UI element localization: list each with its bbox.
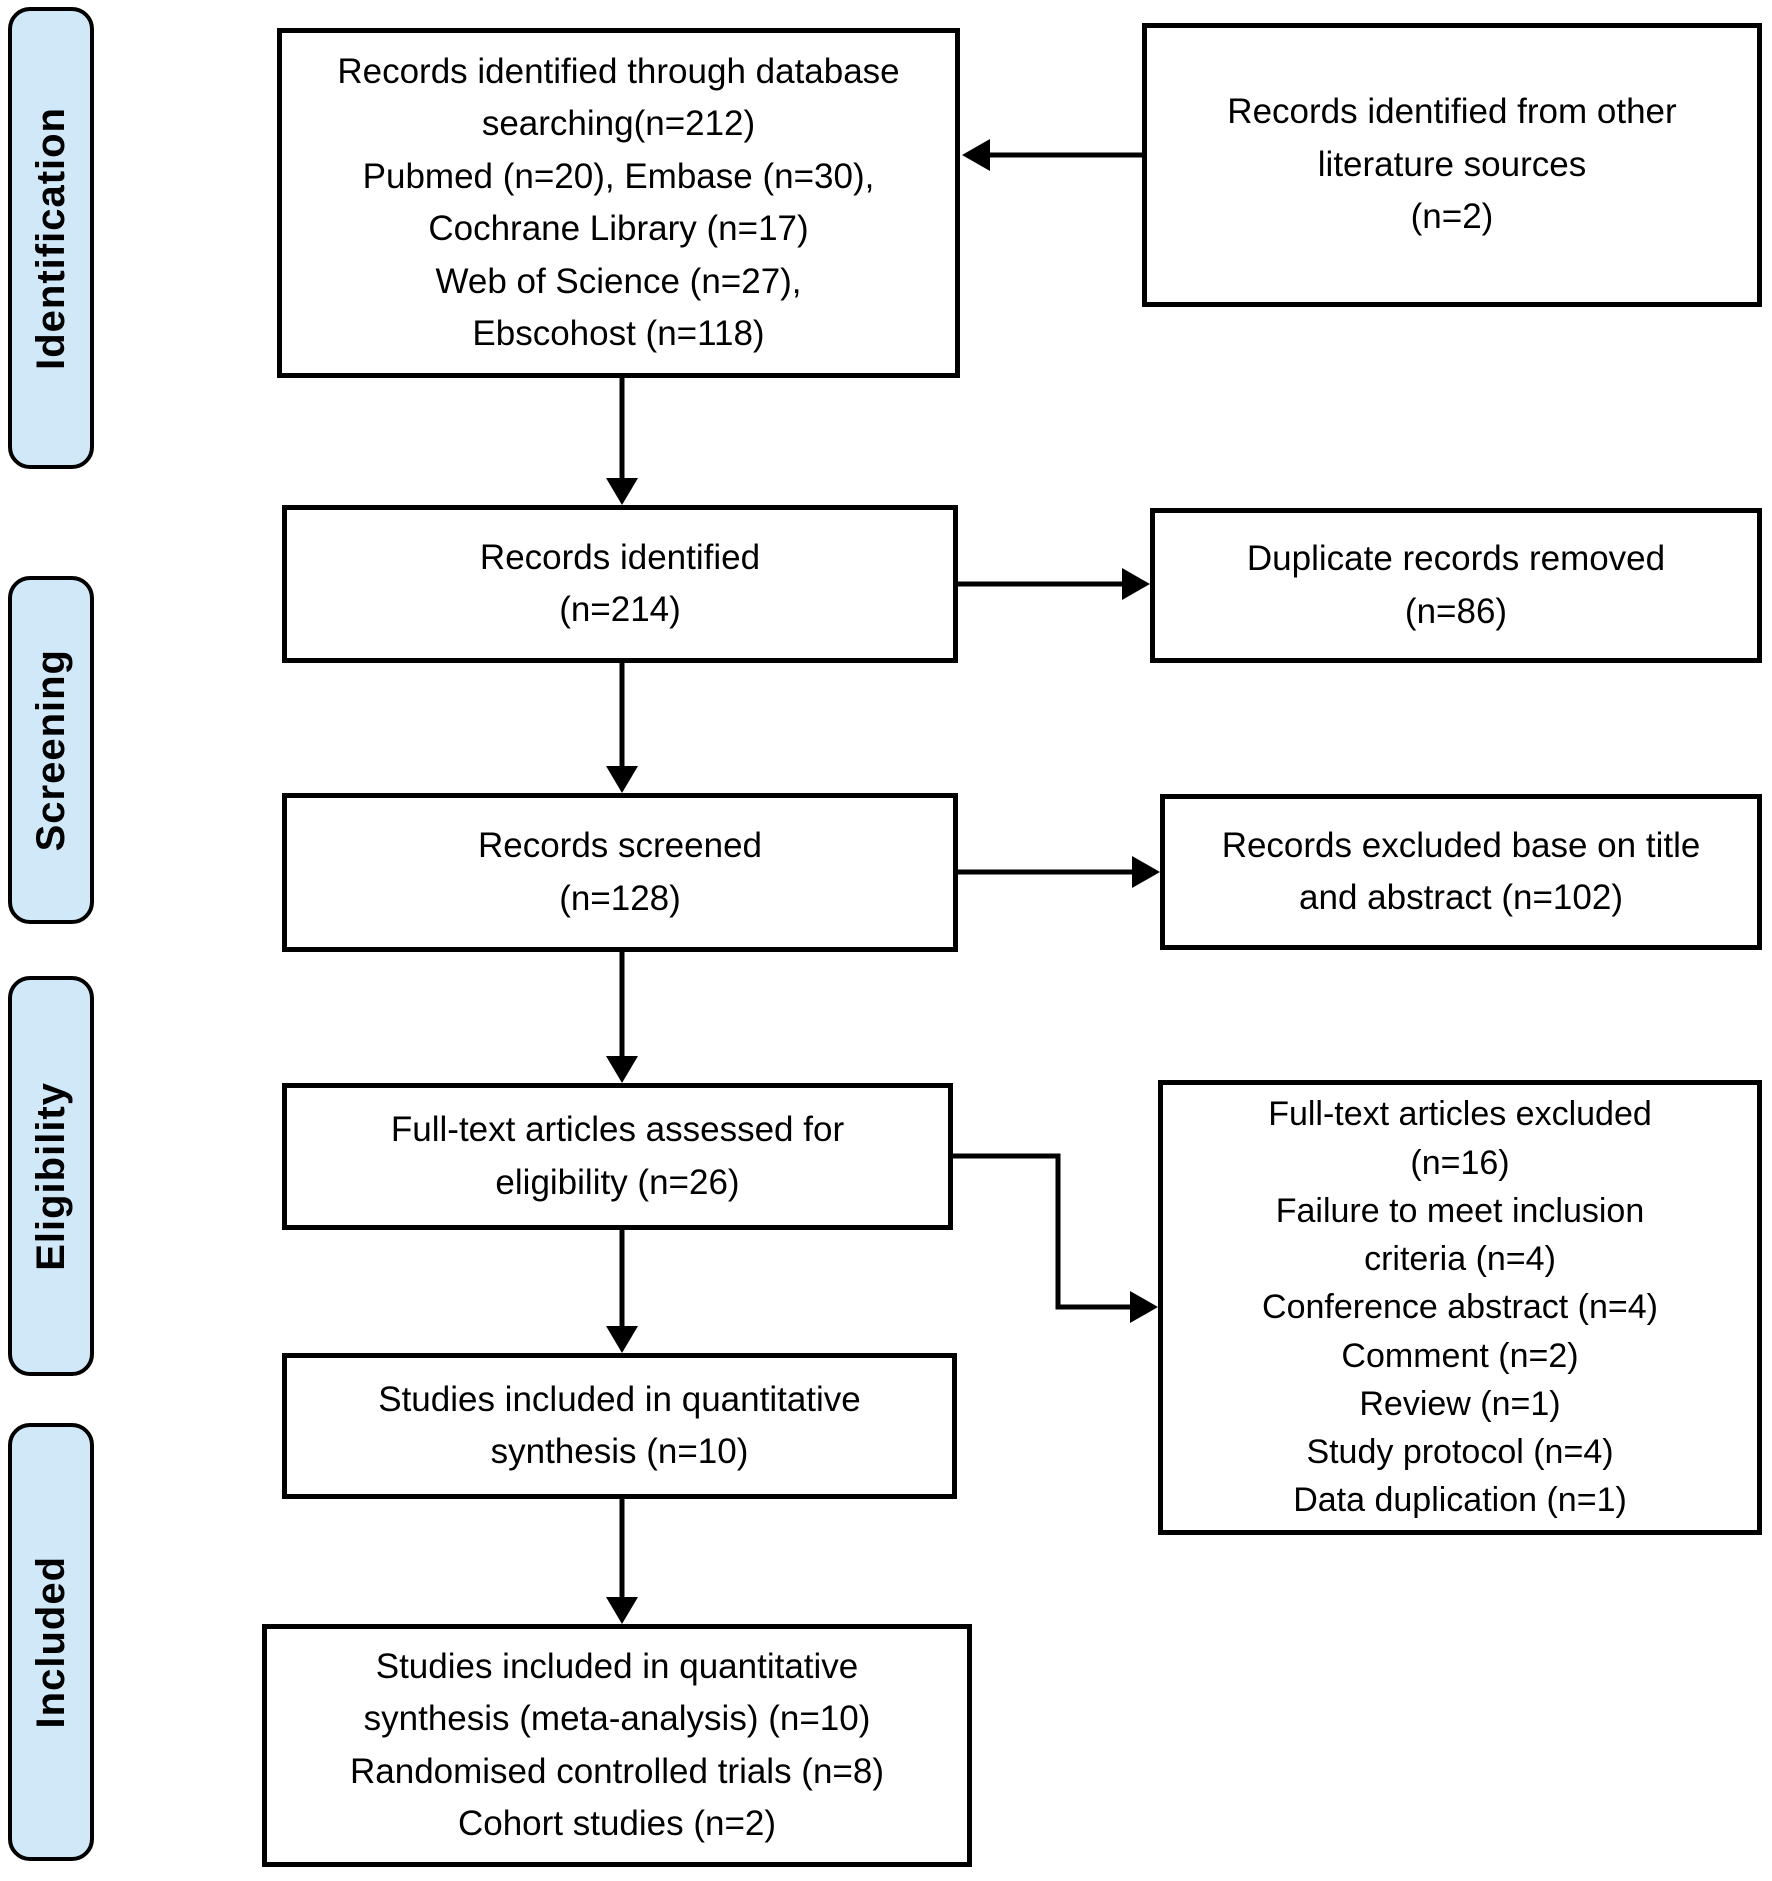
box-line: (n=2)	[1410, 197, 1494, 237]
box-line: Full-text articles excluded	[1268, 1095, 1652, 1134]
box-line: Data duplication (n=1)	[1293, 1481, 1627, 1520]
box-records-excluded-title-abstract: Records excluded base on title and abstr…	[1160, 794, 1762, 950]
box-line: Duplicate records removed	[1246, 539, 1666, 578]
arrow-identified-to-screened	[606, 663, 638, 793]
box-line: Comment (n=2)	[1341, 1336, 1579, 1375]
box-line: and abstract (n=102)	[1299, 878, 1623, 917]
box-line: (n=214)	[559, 590, 681, 629]
stage-identification: Identification	[8, 7, 94, 469]
stage-label-included: Included	[28, 1555, 73, 1729]
box-line: Cohort studies (n=2)	[457, 1804, 777, 1843]
box-line: literature sources	[1317, 144, 1587, 184]
box-records-identified: Records identified (n=214)	[282, 505, 958, 663]
box-records-screened: Records screened (n=128)	[282, 793, 958, 952]
box-line: Records identified from other	[1227, 92, 1677, 132]
box-line: Records identified through database	[337, 51, 900, 91]
box-meta-analysis: Studies included in quantitative synthes…	[262, 1624, 972, 1867]
box-fulltext-assessed: Full-text articles assessed for eligibil…	[282, 1083, 953, 1230]
arrow-fulltext-to-excluded	[953, 1153, 1158, 1323]
box-line: eligibility (n=26)	[495, 1162, 740, 1202]
arrow-dbsearch-to-identified	[606, 378, 638, 505]
box-line: Studies included in quantitative	[375, 1646, 859, 1686]
box-line: Randomised controlled trials (n=8)	[349, 1751, 884, 1791]
box-quantitative-synthesis: Studies included in quantitative synthes…	[282, 1353, 957, 1499]
box-line: Web of Science (n=27),	[435, 261, 802, 301]
box-line: Review (n=1)	[1359, 1384, 1561, 1423]
box-duplicates-removed: Duplicate records removed (n=86)	[1150, 508, 1762, 663]
box-line: Study protocol (n=4)	[1306, 1433, 1614, 1472]
box-line: (n=128)	[559, 878, 681, 918]
stage-eligibility: Eligibility	[8, 976, 94, 1376]
box-line: synthesis (meta-analysis) (n=10)	[363, 1699, 871, 1738]
stage-label-screening: Screening	[28, 648, 73, 852]
box-line: Full-text articles assessed for	[390, 1110, 845, 1149]
box-records-other-sources: Records identified from other literature…	[1142, 23, 1762, 307]
box-line: Pubmed (n=20), Embase (n=30),	[362, 156, 875, 196]
box-line: Failure to meet inclusion	[1275, 1191, 1645, 1230]
box-line: synthesis (n=10)	[490, 1432, 749, 1471]
arrow-screened-to-excluded	[958, 856, 1160, 888]
arrow-identified-to-duplicates	[958, 568, 1150, 600]
arrow-fulltext-to-quant	[606, 1230, 638, 1353]
box-line: Records identified	[479, 537, 761, 577]
arrow-screened-to-fulltext	[606, 952, 638, 1083]
box-line: Cochrane Library (n=17)	[428, 209, 809, 248]
stage-label-eligibility: Eligibility	[28, 1081, 73, 1271]
arrow-quant-to-meta	[606, 1499, 638, 1624]
box-line: Records excluded base on title	[1221, 825, 1701, 865]
box-line: Ebscohost (n=118)	[472, 314, 765, 353]
box-line: criteria (n=4)	[1364, 1240, 1556, 1279]
stage-label-identification: Identification	[28, 106, 73, 370]
box-line: (n=86)	[1404, 591, 1508, 631]
stage-screening: Screening	[8, 576, 94, 924]
box-line: Records screened	[477, 826, 763, 865]
stage-included: Included	[8, 1423, 94, 1861]
box-line: searching(n=212)	[481, 104, 756, 143]
box-line: Studies included in quantitative	[378, 1379, 861, 1419]
box-line: Conference abstract (n=4)	[1262, 1288, 1658, 1327]
box-fulltext-excluded: Full-text articles excluded (n=16) Failu…	[1158, 1080, 1762, 1535]
box-line: (n=16)	[1410, 1143, 1510, 1182]
box-records-identified-database: Records identified through database sear…	[277, 28, 960, 378]
arrow-other-to-dbsearch	[962, 139, 1142, 171]
